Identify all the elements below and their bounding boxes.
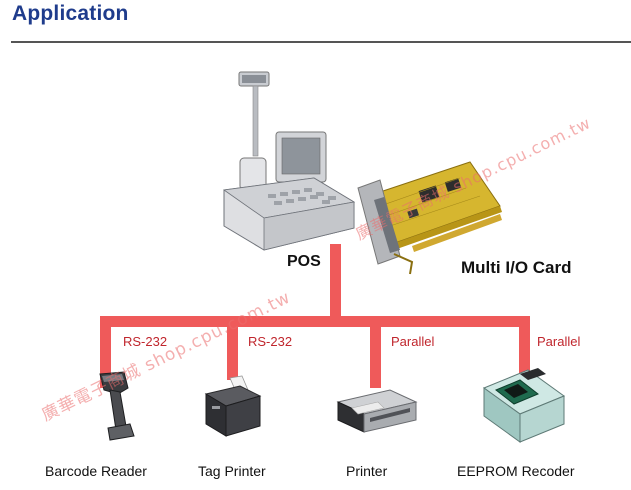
title-divider: [11, 41, 631, 43]
drop-line-printer: [370, 316, 381, 388]
pos-label: POS: [287, 253, 321, 270]
printer-icon: [336, 389, 418, 433]
barcode-scanner-icon: [99, 371, 135, 441]
device-label-eeprom-recoder: EEPROM Recoder: [457, 463, 575, 479]
device-label-barcode-reader: Barcode Reader: [45, 463, 147, 479]
port-label-tag-printer: RS-232: [248, 334, 293, 349]
port-label-printer: Parallel: [391, 334, 435, 349]
io-card-label: Multi I/O Card: [461, 258, 572, 277]
horizontal-bus-line: [100, 316, 530, 327]
io-card-icon: [357, 161, 502, 275]
device-label-printer: Printer: [346, 463, 388, 479]
tag-printer-icon: [204, 375, 262, 437]
drop-line-tag-printer: [227, 316, 238, 380]
pos-trunk-line: [330, 244, 341, 324]
page-title: Application: [12, 2, 129, 25]
port-label-barcode: RS-232: [123, 334, 168, 349]
device-label-tag-printer: Tag Printer: [198, 463, 266, 479]
eeprom-programmer-icon: [482, 368, 566, 443]
drop-line-barcode: [100, 316, 111, 388]
port-label-eeprom: Parallel: [537, 334, 581, 349]
drop-line-eeprom: [519, 316, 530, 376]
pos-terminal-icon: [222, 71, 356, 251]
